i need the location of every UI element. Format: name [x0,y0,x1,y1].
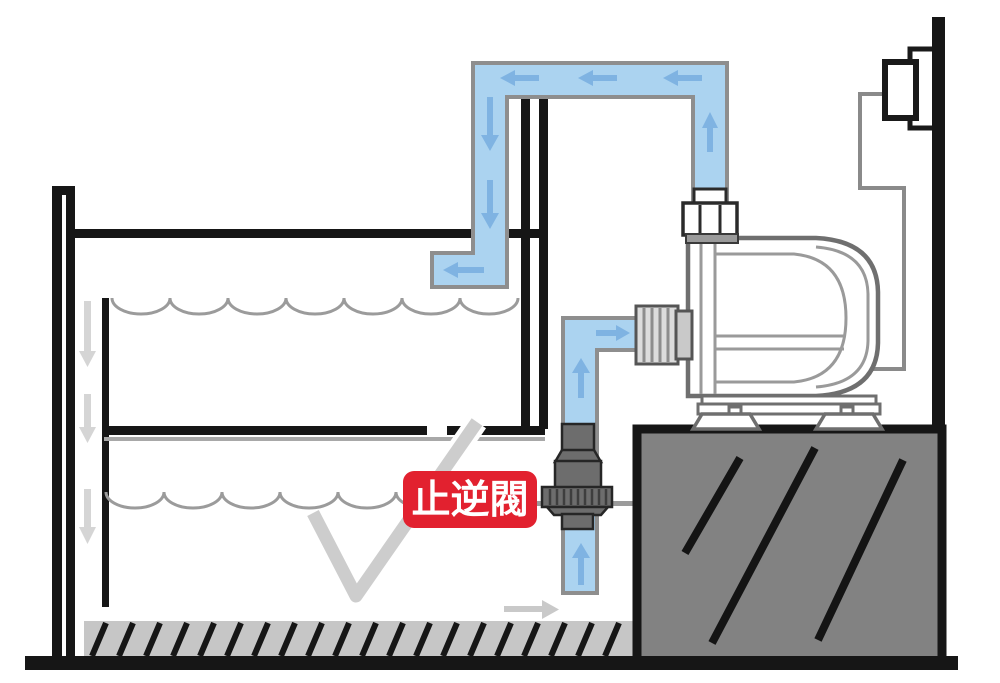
partition-wall-left [521,92,530,429]
check-valve-lower-barrel [560,512,595,531]
flow-arrow-left [500,70,539,86]
tank-baffle [102,298,109,607]
pump-inlet-collar [674,309,694,361]
pump-foot-right [812,412,886,431]
tank-top-rim [66,229,548,238]
down-flow-arrow [79,489,96,544]
pump-foot-left [689,412,763,431]
power-plug [882,59,919,121]
flow-arrow-down [481,180,499,229]
pump-outlet-union-nut [681,201,739,237]
water-surface-upper [110,297,520,316]
return-pipe-body [430,61,729,289]
pump-body [685,235,881,399]
check-valve-ring-ribs [548,489,608,505]
right-flow-arrow [504,600,559,619]
divider-break [427,424,447,437]
sump-tank [52,92,642,658]
cabinet-platform [632,424,947,667]
inlet-flow-arrow [504,600,559,619]
flow-arrow-left [578,70,617,86]
tank-middle-divider [104,426,545,435]
suction-pipe-flow-arrows [572,325,630,585]
pump-base-lower [696,402,882,416]
check-valve-label-bg [403,471,537,528]
gravel-hatch-lines [89,621,622,658]
return-pipe-flow-arrows [443,70,718,278]
flow-arrow-left [663,70,702,86]
tank-downflow-arrows [79,301,96,544]
flow-arrow-up [702,112,718,152]
pump-face-band [715,334,844,351]
check-valve-label-text: 止逆閥 [411,479,528,522]
flow-arrow-up [572,543,590,585]
power-cord [857,92,906,371]
tank-left-wall-outer [52,188,62,658]
flow-arrow-right [596,325,630,341]
pump-outlet-flange [685,233,739,244]
cabinet-body [632,424,947,667]
check-valve-neck [560,422,596,453]
flow-arrow-up [572,358,590,398]
pump-front-cap-lines [699,240,717,394]
down-flow-arrow [79,394,96,443]
flow-arrow-down [481,97,499,151]
tank-left-wall-inner [66,188,75,658]
tank-middle-divider-shadow [104,437,545,441]
floor-line [25,656,958,670]
flow-arrow-left [443,262,484,278]
partition-wall-right [539,92,548,429]
pump-outlet-nut-facets [698,205,722,233]
pump-inlet-fitting-ribs [642,308,670,362]
pump-inner-face [715,252,848,384]
pump [634,187,886,431]
check-valve [540,422,614,531]
check-valve-callout: 止逆閥 [403,471,537,528]
pump-inlet-fitting [634,304,680,366]
tank-left-wall-cap [52,186,75,195]
check-valve-barrel [553,459,603,490]
pump-body-inner-curve [815,245,870,389]
return-pipe [430,61,729,289]
down-flow-arrow [79,301,96,367]
cabinet-sheen-lines [681,446,907,645]
